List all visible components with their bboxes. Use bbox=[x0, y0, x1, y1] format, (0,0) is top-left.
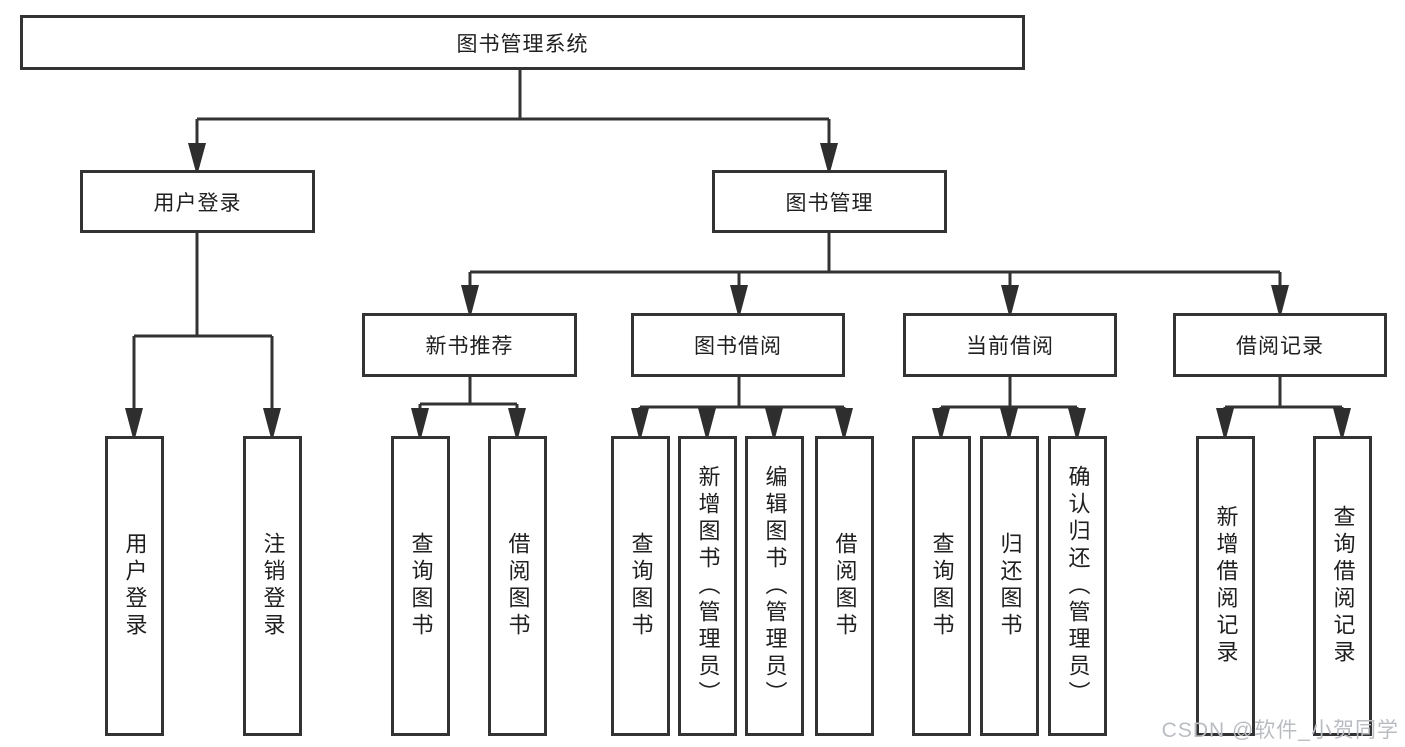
arrow-down-icon bbox=[188, 143, 206, 176]
node-borrow-records: 借阅记录 bbox=[1173, 313, 1387, 377]
leaf-user-login-label: 用户登录 bbox=[122, 532, 148, 640]
arrow-down-icon bbox=[1333, 408, 1351, 442]
arrow-down-icon bbox=[263, 408, 281, 442]
leaf-edit-books-admin-label: 编辑图书（管理员） bbox=[762, 464, 788, 708]
leaf-add-books-admin-label: 新增图书（管理员） bbox=[695, 464, 721, 708]
node-book-management: 图书管理 bbox=[712, 170, 947, 233]
arrow-down-icon bbox=[835, 408, 853, 442]
user-login-branch bbox=[125, 233, 281, 442]
node-borrow-records-label: 借阅记录 bbox=[1236, 335, 1324, 358]
arrow-down-icon bbox=[1068, 408, 1086, 442]
leaf-add-borrow-record-label: 新增借阅记录 bbox=[1213, 505, 1239, 667]
leaf-query-books-borrow-label: 查询图书 bbox=[628, 532, 654, 640]
node-book-management-label: 图书管理 bbox=[785, 191, 874, 215]
leaf-logout: 注销登录 bbox=[243, 436, 302, 736]
node-new-book-recommend-label: 新书推荐 bbox=[425, 335, 514, 358]
watermark-text: CSDN @软件_小贺同学 bbox=[1161, 719, 1399, 742]
arrow-down-icon bbox=[1001, 285, 1019, 319]
leaf-return-books: 归还图书 bbox=[980, 436, 1039, 736]
leaf-user-login: 用户登录 bbox=[105, 436, 164, 736]
arrow-down-icon bbox=[411, 408, 429, 442]
leaf-query-books-current: 查询图书 bbox=[912, 436, 971, 736]
node-user-login-label: 用户登录 bbox=[153, 191, 242, 215]
node-book-borrow-label: 图书借阅 bbox=[694, 335, 782, 358]
new-book-branch bbox=[411, 377, 526, 442]
leaf-return-books-label: 归还图书 bbox=[997, 532, 1023, 640]
node-current-borrow-label: 当前借阅 bbox=[966, 335, 1054, 358]
node-user-login: 用户登录 bbox=[80, 170, 315, 233]
leaf-borrow-books-label: 借阅图书 bbox=[832, 532, 858, 640]
current-borrow-branch bbox=[932, 377, 1086, 442]
leaf-query-borrow-record-label: 查询借阅记录 bbox=[1330, 505, 1356, 667]
leaf-borrow-books-recommend-label: 借阅图书 bbox=[505, 532, 531, 640]
book-borrow-branch bbox=[631, 377, 853, 442]
arrow-down-icon bbox=[461, 285, 479, 319]
leaf-query-books-borrow: 查询图书 bbox=[611, 436, 670, 736]
leaf-logout-label: 注销登录 bbox=[260, 532, 286, 640]
arrow-down-icon bbox=[730, 285, 748, 319]
arrow-down-icon bbox=[631, 408, 649, 442]
leaf-query-books-recommend: 查询图书 bbox=[391, 436, 450, 736]
arrow-down-icon bbox=[1216, 408, 1234, 442]
leaf-add-borrow-record: 新增借阅记录 bbox=[1196, 436, 1255, 736]
book-management-branch bbox=[461, 233, 1289, 319]
node-current-borrow: 当前借阅 bbox=[903, 313, 1117, 377]
arrow-down-icon bbox=[1000, 408, 1018, 442]
borrow-records-branch bbox=[1216, 377, 1351, 442]
node-root-label: 图书管理系统 bbox=[456, 32, 589, 56]
node-book-borrow: 图书借阅 bbox=[631, 313, 845, 377]
leaf-query-books-recommend-label: 查询图书 bbox=[408, 532, 434, 640]
arrow-down-icon bbox=[765, 408, 783, 442]
node-root: 图书管理系统 bbox=[20, 15, 1025, 70]
arrow-down-icon bbox=[1271, 285, 1289, 319]
arrow-down-icon bbox=[508, 408, 526, 442]
leaf-confirm-return-admin-label: 确认归还（管理员） bbox=[1065, 464, 1091, 708]
arrow-down-icon bbox=[125, 408, 143, 442]
leaf-add-books-admin: 新增图书（管理员） bbox=[678, 436, 737, 736]
leaf-query-borrow-record: 查询借阅记录 bbox=[1313, 436, 1372, 736]
leaf-query-books-current-label: 查询图书 bbox=[929, 532, 955, 640]
arrow-down-icon bbox=[698, 408, 716, 442]
node-new-book-recommend: 新书推荐 bbox=[362, 313, 577, 377]
root-branch bbox=[188, 70, 838, 176]
leaf-confirm-return-admin: 确认归还（管理员） bbox=[1048, 436, 1107, 736]
arrow-down-icon bbox=[820, 143, 838, 176]
arrow-down-icon bbox=[932, 408, 950, 442]
leaf-edit-books-admin: 编辑图书（管理员） bbox=[745, 436, 804, 736]
leaf-borrow-books-recommend: 借阅图书 bbox=[488, 436, 547, 736]
leaf-borrow-books: 借阅图书 bbox=[815, 436, 874, 736]
